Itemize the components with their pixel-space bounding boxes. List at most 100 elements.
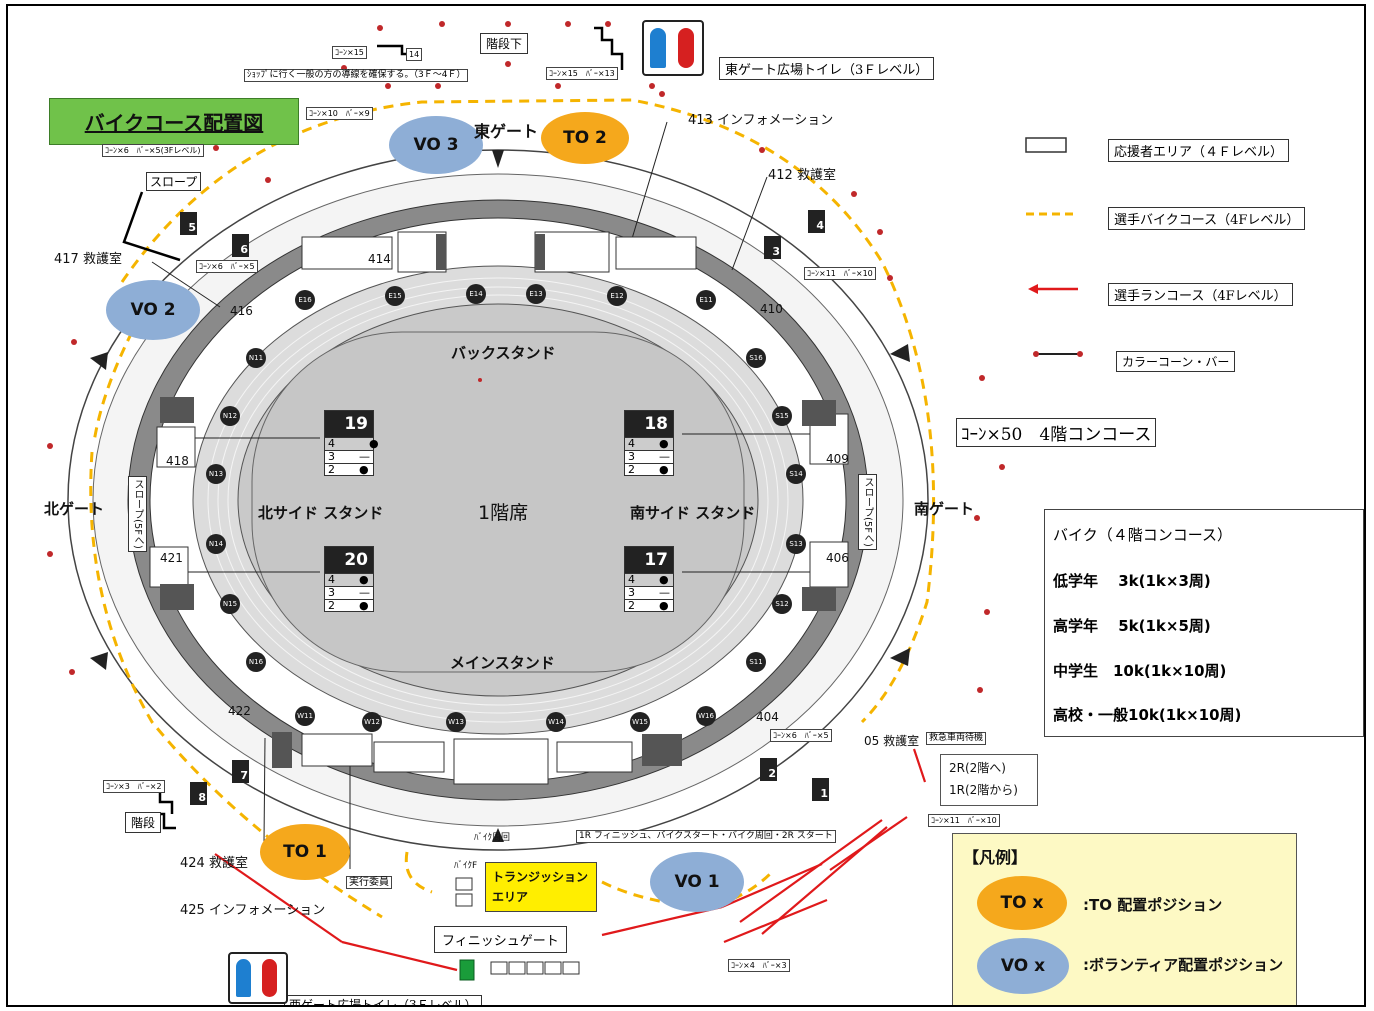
bike-info-row: 中学生 10k(1k×10周)	[1053, 662, 1227, 680]
south-side-stand-label: 南サイド スタンド	[630, 504, 756, 522]
floor-mark: —	[659, 450, 670, 463]
room-422: 422	[228, 704, 251, 718]
floor-mark: ●	[659, 463, 669, 476]
entrance-s12: S12	[772, 594, 792, 614]
entrance-w14: W14	[546, 712, 566, 732]
cone-label: ｺｰﾝ×6 ﾊﾞｰ×5	[770, 729, 832, 742]
bike-distance-box: バイク（４階コンコース） 低学年 3k(1k×3周) 高学年 5k(1k×5周)…	[1044, 509, 1364, 737]
entrance-e12: E12	[607, 286, 627, 306]
run-1r-label: 1R(2階から)	[949, 783, 1018, 797]
floor-mark: ●	[369, 437, 379, 450]
vo3-marker: VO 3	[389, 116, 483, 174]
bike-route-note: 1R フィニッシュ、バイクスタート・バイク周回・2R スタート	[576, 830, 836, 843]
floor-mark: ●	[659, 599, 669, 612]
cone-label: ｺｰﾝ×10 ﾊﾞｰ×9	[306, 107, 373, 120]
map-title: バイクコース配置図	[49, 98, 299, 145]
entrance-n14: N14	[206, 534, 226, 554]
room-418: 418	[166, 454, 189, 468]
first-floor-seats-label: 1階席	[478, 502, 529, 524]
finish-gate-label: フィニッシュゲート	[434, 926, 567, 953]
cone-label: ｺｰﾝ×6 ﾊﾞｰ×5	[196, 260, 258, 273]
south-gate-label: 南ゲート	[914, 500, 975, 518]
north-gate-label: 北ゲート	[44, 500, 105, 518]
elevator-1: 1	[812, 778, 829, 801]
bike-info-heading: バイク（４階コンコース）	[1053, 526, 1232, 544]
floor-label: 4	[628, 437, 635, 450]
room-416: 416	[230, 304, 253, 318]
cone-label: 14	[406, 48, 423, 61]
map-frame: バイクコース配置図 VO 3 TO 2 VO 2 TO 1 VO 1 東ゲート …	[6, 4, 1366, 1007]
elevator-4: 4	[808, 210, 825, 233]
floor-label: 2	[328, 599, 335, 612]
entrance-n12: N12	[220, 406, 240, 426]
elevator-6: 6	[232, 234, 249, 257]
room-410: 410	[760, 302, 783, 316]
slope-left-label: スロープ(5Fへ)	[128, 476, 147, 552]
floor-mark: ●	[359, 463, 369, 476]
cone-label: ｺｰﾝ×6 ﾊﾞｰ×5(3Fレベル)	[102, 144, 204, 157]
first-aid-417-label: 417 救護室	[54, 252, 122, 267]
cone-label: ｺｰﾝ×3 ﾊﾞｰ×2	[103, 780, 165, 793]
east-gate-label: 東ゲート	[474, 122, 539, 141]
bike-f-label: ﾊﾞｲｸF	[454, 861, 478, 871]
seat-floor-row: 4●	[625, 437, 673, 450]
seat-floor-row: 3—	[625, 586, 673, 599]
room-409: 409	[826, 452, 849, 466]
room-421: 421	[160, 551, 183, 565]
legend-heading: 【凡例】	[963, 848, 1028, 867]
main-stand-label: メインスタンド	[450, 654, 555, 672]
ambulance-standby-label: 救急車両待機	[926, 732, 987, 745]
entrance-s14: S14	[786, 464, 806, 484]
seat-floor-row: 3—	[325, 586, 373, 599]
bike-info-row: 低学年 3k(1k×3周)	[1053, 572, 1211, 590]
entrance-s15: S15	[772, 406, 792, 426]
legend-to-sample: TO x	[977, 876, 1067, 930]
female-figure-icon	[678, 28, 694, 68]
elevator-2: 2	[760, 758, 777, 781]
floor-mark: —	[359, 450, 370, 463]
stairs-below-label: 階段下	[480, 33, 529, 54]
floor-mark: —	[659, 586, 670, 599]
east-toilet-label: 東ゲート広場トイレ（3Ｆレベル）	[719, 57, 935, 80]
seat-floor-row: 4●	[325, 573, 373, 586]
floor-mark: —	[359, 586, 370, 599]
slope-top-left-label: スロープ	[146, 172, 202, 191]
to1-marker: TO 1	[260, 824, 350, 880]
seat-section-19: 19 4● 3— 2●	[324, 410, 379, 476]
legend-cone-bar: カラーコーン・バー	[1116, 351, 1236, 372]
male-figure-icon	[236, 959, 251, 997]
entrance-n16: N16	[246, 652, 266, 672]
legend-vo-desc: :ボランティア配置ポジション	[1083, 956, 1284, 974]
seat-section-17: 17 4 ● 3— 2●	[624, 546, 674, 612]
seat-floor-row: 3—	[625, 450, 673, 463]
floor-label: 4	[628, 573, 635, 586]
cone-label: ｺｰﾝ×11 ﾊﾞｰ×10	[804, 267, 876, 280]
seat-floor-row: 4●	[325, 437, 379, 450]
seat-floor-row: 2●	[625, 599, 673, 612]
cone-label: ｺｰﾝ×15 ﾊﾞｰ×13	[546, 67, 618, 80]
floor-label: 3	[628, 450, 635, 463]
floor-mark: ●	[359, 599, 369, 612]
floor-mark: ●	[359, 573, 369, 586]
executive-committee-label: 実行委員	[346, 876, 392, 889]
toilet-icon	[228, 952, 288, 1004]
run-2r-label: 2R(2階へ)	[949, 761, 1006, 775]
male-figure-icon	[650, 28, 666, 68]
bike-info-row: 高校・一般10k(1k×10周)	[1053, 706, 1242, 724]
legend-bike-course: 選手バイクコース（4Fレベル）	[1108, 207, 1306, 230]
entrance-e11: E11	[696, 290, 716, 310]
entrance-e14: E14	[466, 284, 486, 304]
entrance-w11: W11	[295, 706, 315, 726]
seat-floor-row: 2●	[325, 463, 373, 476]
room-406: 406	[826, 551, 849, 565]
entrance-s11: S11	[746, 652, 766, 672]
bike-loop-label: ﾊﾞｲｸ周回	[474, 833, 511, 843]
floor-mark: ●	[659, 573, 669, 586]
stairs-label: 階段	[125, 812, 162, 833]
female-figure-icon	[262, 959, 277, 997]
seat-section-number: 17	[625, 547, 673, 573]
first-aid-412-label: 412 救護室	[768, 168, 836, 183]
bike-info-row: 高学年 5k(1k×5周)	[1053, 617, 1211, 635]
cone-label: ｺｰﾝ×4 ﾊﾞｰ×3	[728, 959, 790, 972]
floor-mark: ●	[659, 437, 669, 450]
